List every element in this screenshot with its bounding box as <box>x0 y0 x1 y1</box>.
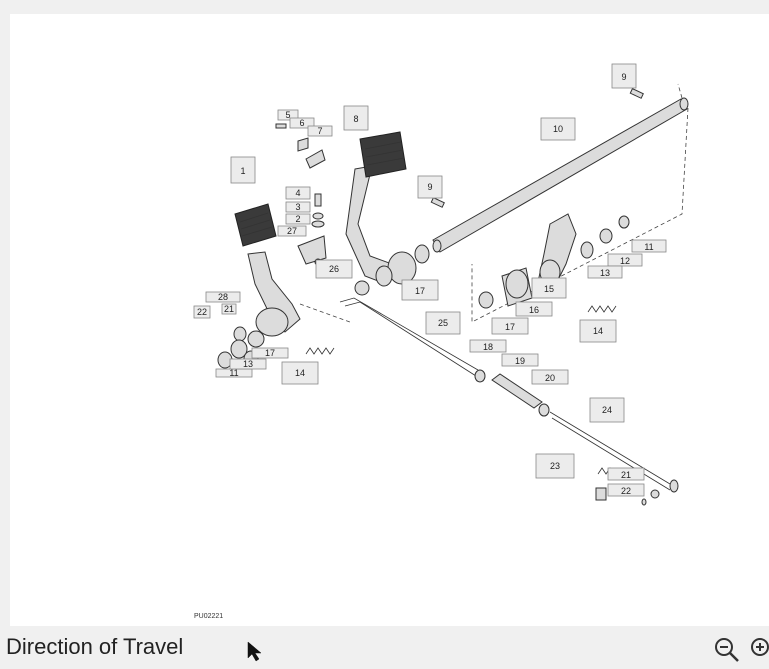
svg-text:24: 24 <box>602 405 612 415</box>
svg-text:28: 28 <box>218 292 228 302</box>
arrow-cursor-icon <box>246 640 268 667</box>
svg-text:1: 1 <box>240 166 245 176</box>
svg-text:2: 2 <box>295 214 300 224</box>
svg-text:7: 7 <box>317 126 322 136</box>
svg-text:22: 22 <box>197 307 207 317</box>
svg-text:21: 21 <box>224 304 234 314</box>
svg-text:11: 11 <box>229 368 238 378</box>
figure-id: PU02221 <box>194 613 223 620</box>
svg-text:26: 26 <box>329 264 339 274</box>
svg-text:18: 18 <box>483 342 493 352</box>
svg-text:3: 3 <box>295 202 300 212</box>
svg-text:12: 12 <box>620 256 630 266</box>
svg-text:13: 13 <box>600 268 610 278</box>
svg-text:4: 4 <box>295 188 300 198</box>
pedal-8 <box>345 131 430 296</box>
svg-text:19: 19 <box>515 356 525 366</box>
bushing-16 <box>478 267 533 309</box>
svg-text:25: 25 <box>438 318 448 328</box>
svg-text:5: 5 <box>285 110 290 120</box>
svg-text:15: 15 <box>544 284 554 294</box>
svg-text:27: 27 <box>287 226 297 236</box>
svg-text:17: 17 <box>505 322 515 332</box>
lower-rod <box>474 369 679 506</box>
caption-direction-of-travel: Direction of Travel <box>6 634 184 659</box>
svg-text:21: 21 <box>621 470 631 480</box>
svg-text:20: 20 <box>545 373 555 383</box>
parts-diagram: 1 2 3 4 5 6 7 8 9 9 10 11 11 12 13 13 14… <box>193 63 689 620</box>
svg-text:9: 9 <box>427 182 432 192</box>
left-hub <box>217 307 289 369</box>
svg-text:16: 16 <box>529 305 539 315</box>
zoom-out-icon[interactable] <box>713 636 741 669</box>
svg-text:13: 13 <box>243 359 253 369</box>
springs-14 <box>305 305 617 475</box>
svg-text:8: 8 <box>353 114 358 124</box>
pins-9 <box>430 87 644 208</box>
svg-text:11: 11 <box>644 242 653 252</box>
rod-25 <box>339 297 479 377</box>
pedal-1 <box>234 203 301 333</box>
bottom-bar: Direction of Travel <box>0 626 769 668</box>
svg-text:10: 10 <box>553 124 563 134</box>
diagram-viewer[interactable]: 1 2 3 4 5 6 7 8 9 9 10 11 11 12 13 13 14… <box>10 14 769 626</box>
svg-text:14: 14 <box>295 368 305 378</box>
shaft-10 <box>432 97 689 253</box>
zoom-in-icon[interactable] <box>749 636 769 669</box>
svg-text:14: 14 <box>593 326 603 336</box>
svg-text:9: 9 <box>621 72 626 82</box>
svg-text:17: 17 <box>415 286 425 296</box>
svg-text:22: 22 <box>621 486 631 496</box>
svg-text:23: 23 <box>550 461 560 471</box>
callout-labels: 1 2 3 4 5 6 7 8 9 9 10 11 11 12 13 13 14… <box>193 63 667 497</box>
svg-text:6: 6 <box>299 118 304 128</box>
svg-text:17: 17 <box>265 348 275 358</box>
